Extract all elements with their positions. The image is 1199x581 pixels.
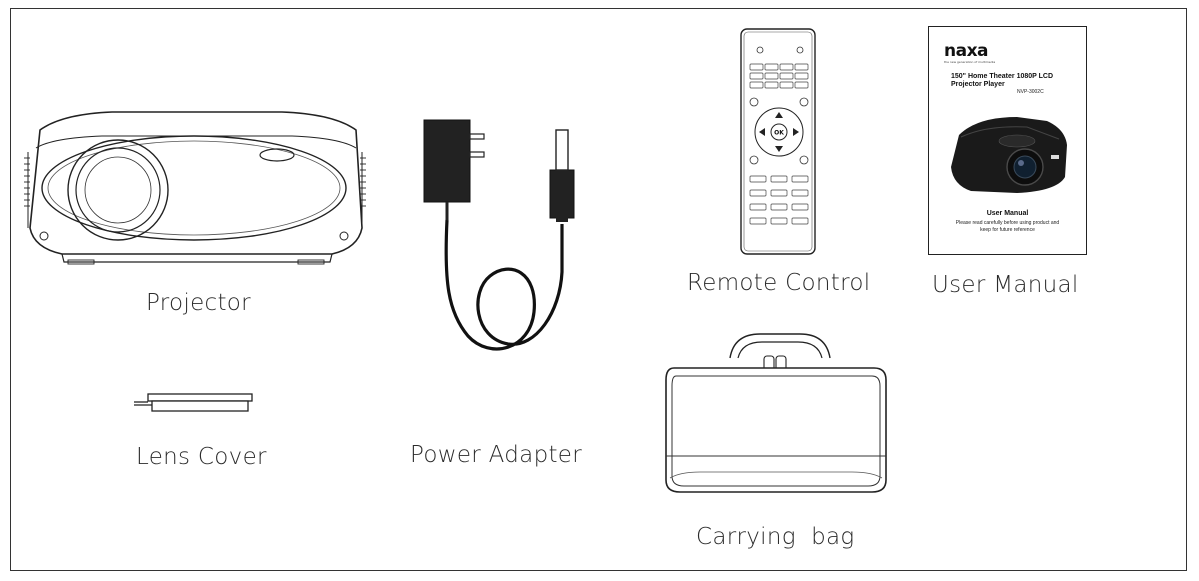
remote-control-illustration: OK <box>740 28 816 255</box>
manual-title: 150" Home Theater 1080P LCD Projector Pl… <box>951 73 1053 89</box>
projector-illustration <box>24 111 366 265</box>
manual-model: NVP-3002C <box>1017 89 1044 95</box>
manual-title-line1: 150" Home Theater 1080P LCD <box>951 73 1054 80</box>
lens-cover-illustration <box>134 393 253 412</box>
manual-subtitle: User Manual <box>986 210 1029 217</box>
remote-ok-label: OK <box>774 130 784 137</box>
power-adapter-illustration <box>423 119 575 351</box>
carrying-bag-illustration <box>665 333 887 493</box>
user-manual-label: User Manual <box>932 272 1079 298</box>
manual-projector-image <box>951 117 1067 193</box>
user-manual-illustration: naxa the new generation of multimedia 15… <box>928 26 1087 255</box>
manual-note: Please read carefully before using produ… <box>929 220 1086 234</box>
manual-note-line2: keep for future reference <box>980 227 1035 233</box>
power-adapter-label: Power Adapter <box>410 442 582 468</box>
manual-note-line1: Please read carefully before using produ… <box>955 220 1060 226</box>
manual-title-line2: Projector Player <box>951 81 1005 88</box>
remote-control-label: Remote Control <box>687 270 871 296</box>
projector-label: Projector <box>146 290 251 316</box>
content-frame <box>10 8 1187 571</box>
carrying-bag-label: Carrying bag <box>696 524 855 550</box>
manual-tagline: the new generation of multimedia <box>944 60 996 64</box>
manual-brand-logo: naxa <box>944 41 989 61</box>
lens-cover-label: Lens Cover <box>136 444 267 470</box>
